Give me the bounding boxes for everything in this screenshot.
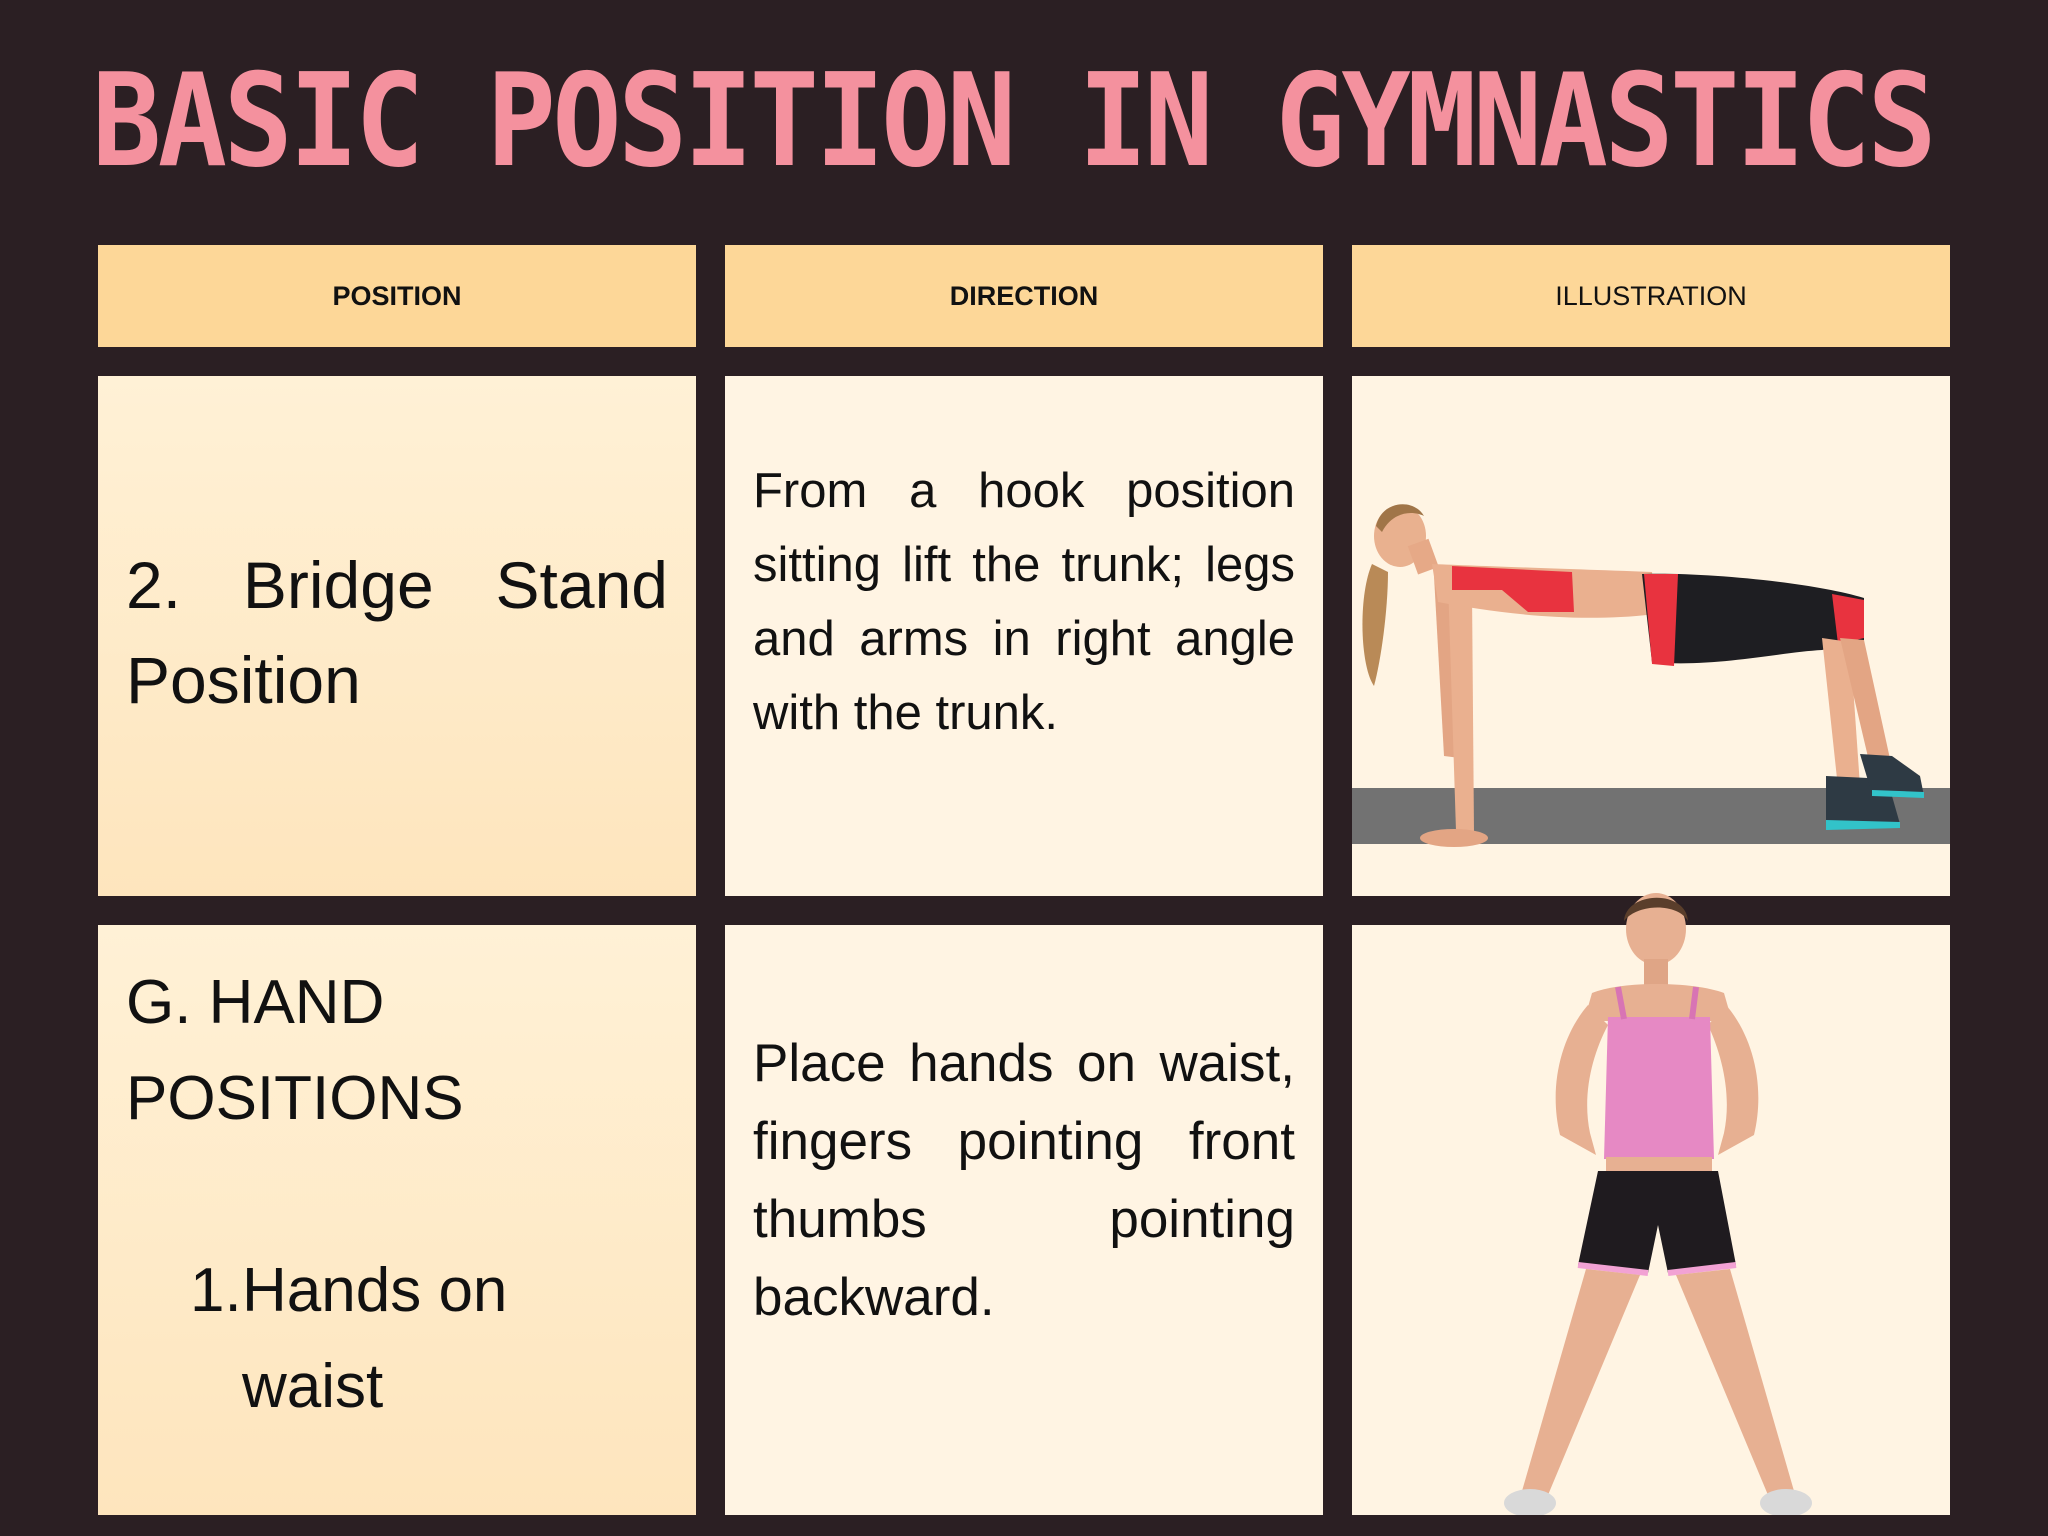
row1-illustration-cell (1352, 376, 1950, 896)
hands-on-waist-illustration (1504, 893, 1812, 1515)
row2-direction-text: Place hands on waist, fingers pointing f… (753, 1034, 1295, 1327)
row1-direction-text: From a hook position sitting lift the tr… (753, 464, 1295, 740)
header-position: POSITION (98, 245, 696, 347)
list-item-label: Hands on waist (242, 1256, 508, 1421)
header-direction: DIRECTION (725, 245, 1323, 347)
hand-positions-list-item: 1. Hands on waist (190, 1243, 542, 1435)
row2-direction-cell: Place hands on waist, fingers pointing f… (725, 925, 1323, 1515)
hand-positions-heading: G. HAND POSITIONS (126, 968, 464, 1133)
row2-position-cell: G. HAND POSITIONS 1. Hands on waist (98, 925, 696, 1515)
row2-illustration-cell (1352, 893, 1950, 1515)
row1-direction-cell: From a hook position sitting lift the tr… (725, 376, 1323, 896)
row1-position-text: 2. Bridge Stand Position (126, 548, 668, 717)
bridge-stand-illustration (1352, 504, 1950, 847)
list-item-number: 1. (190, 1256, 242, 1325)
header-illustration: ILLUSTRATION (1352, 245, 1950, 347)
page-title: BASIC POSITION IN GYMNASTICS (92, 47, 1937, 196)
row1-position-cell: 2. Bridge Stand Position (98, 376, 696, 896)
